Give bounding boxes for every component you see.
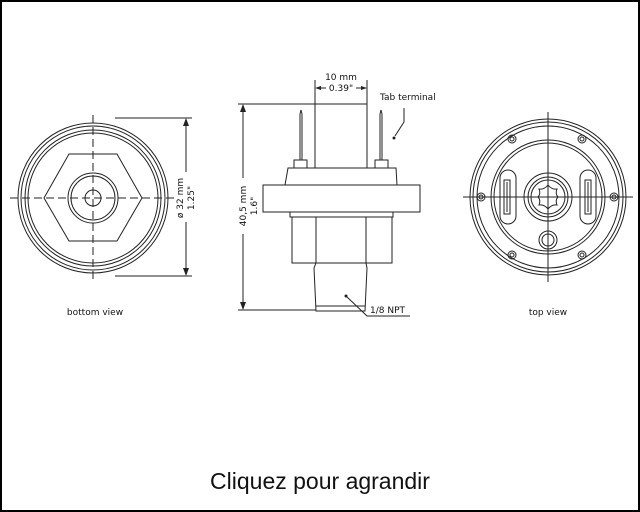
bottom-view: ø 32 mm 1.25" bottom view (10, 115, 197, 318)
width-mm-label: 10 mm (325, 73, 357, 83)
width-in-label: 0.39" (329, 84, 353, 94)
height-in-label: 1.6" (250, 197, 260, 215)
side-view: 10 mm 0.39" 40,5 mm 1.6" Tab terminal 1/… (238, 73, 436, 317)
diameter-in-label: 1.25" (187, 186, 197, 210)
height-mm-label: 40,5 mm (239, 186, 249, 226)
bottom-view-label: bottom view (67, 308, 123, 318)
enlarge-link[interactable]: Cliquez pour agrandir (210, 468, 430, 494)
diameter-mm-label: ø 32 mm (176, 178, 186, 218)
tab-terminal-label: Tab terminal (379, 93, 436, 103)
top-view: top view (463, 112, 633, 318)
thread-label: 1/8 NPT (370, 306, 406, 316)
top-view-label: top view (529, 308, 567, 318)
